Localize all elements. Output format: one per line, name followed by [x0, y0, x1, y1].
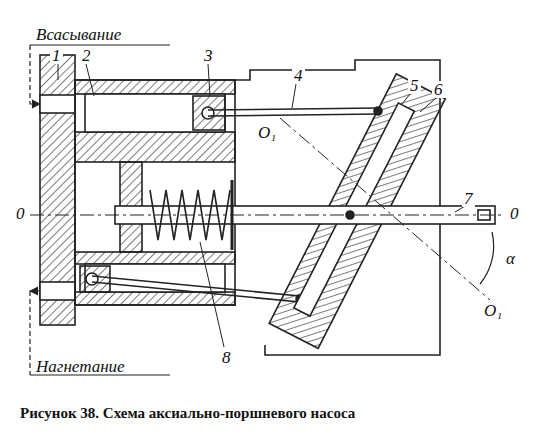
axis-label: O₁ [482, 302, 504, 319]
callout-number: 8 [220, 349, 233, 366]
discharge-label: Нагнетание [36, 358, 125, 375]
callout-number: 6 [432, 81, 445, 98]
callout-number: 4 [292, 67, 305, 84]
callout-number: 1 [50, 47, 63, 64]
figure-caption: Рисунок 38. Схема аксиально-поршневого н… [20, 405, 355, 422]
axis-label: 0 [508, 205, 521, 222]
callout-number: 5 [408, 77, 421, 94]
callout-number: 3 [202, 47, 215, 64]
axis-label: O₁ [256, 124, 278, 141]
suction-label: Всасывание [36, 26, 121, 43]
callout-number: 7 [462, 190, 475, 207]
callout-number: 2 [80, 47, 93, 64]
angle-label: α [506, 250, 515, 267]
axis-label: 0 [14, 205, 27, 222]
